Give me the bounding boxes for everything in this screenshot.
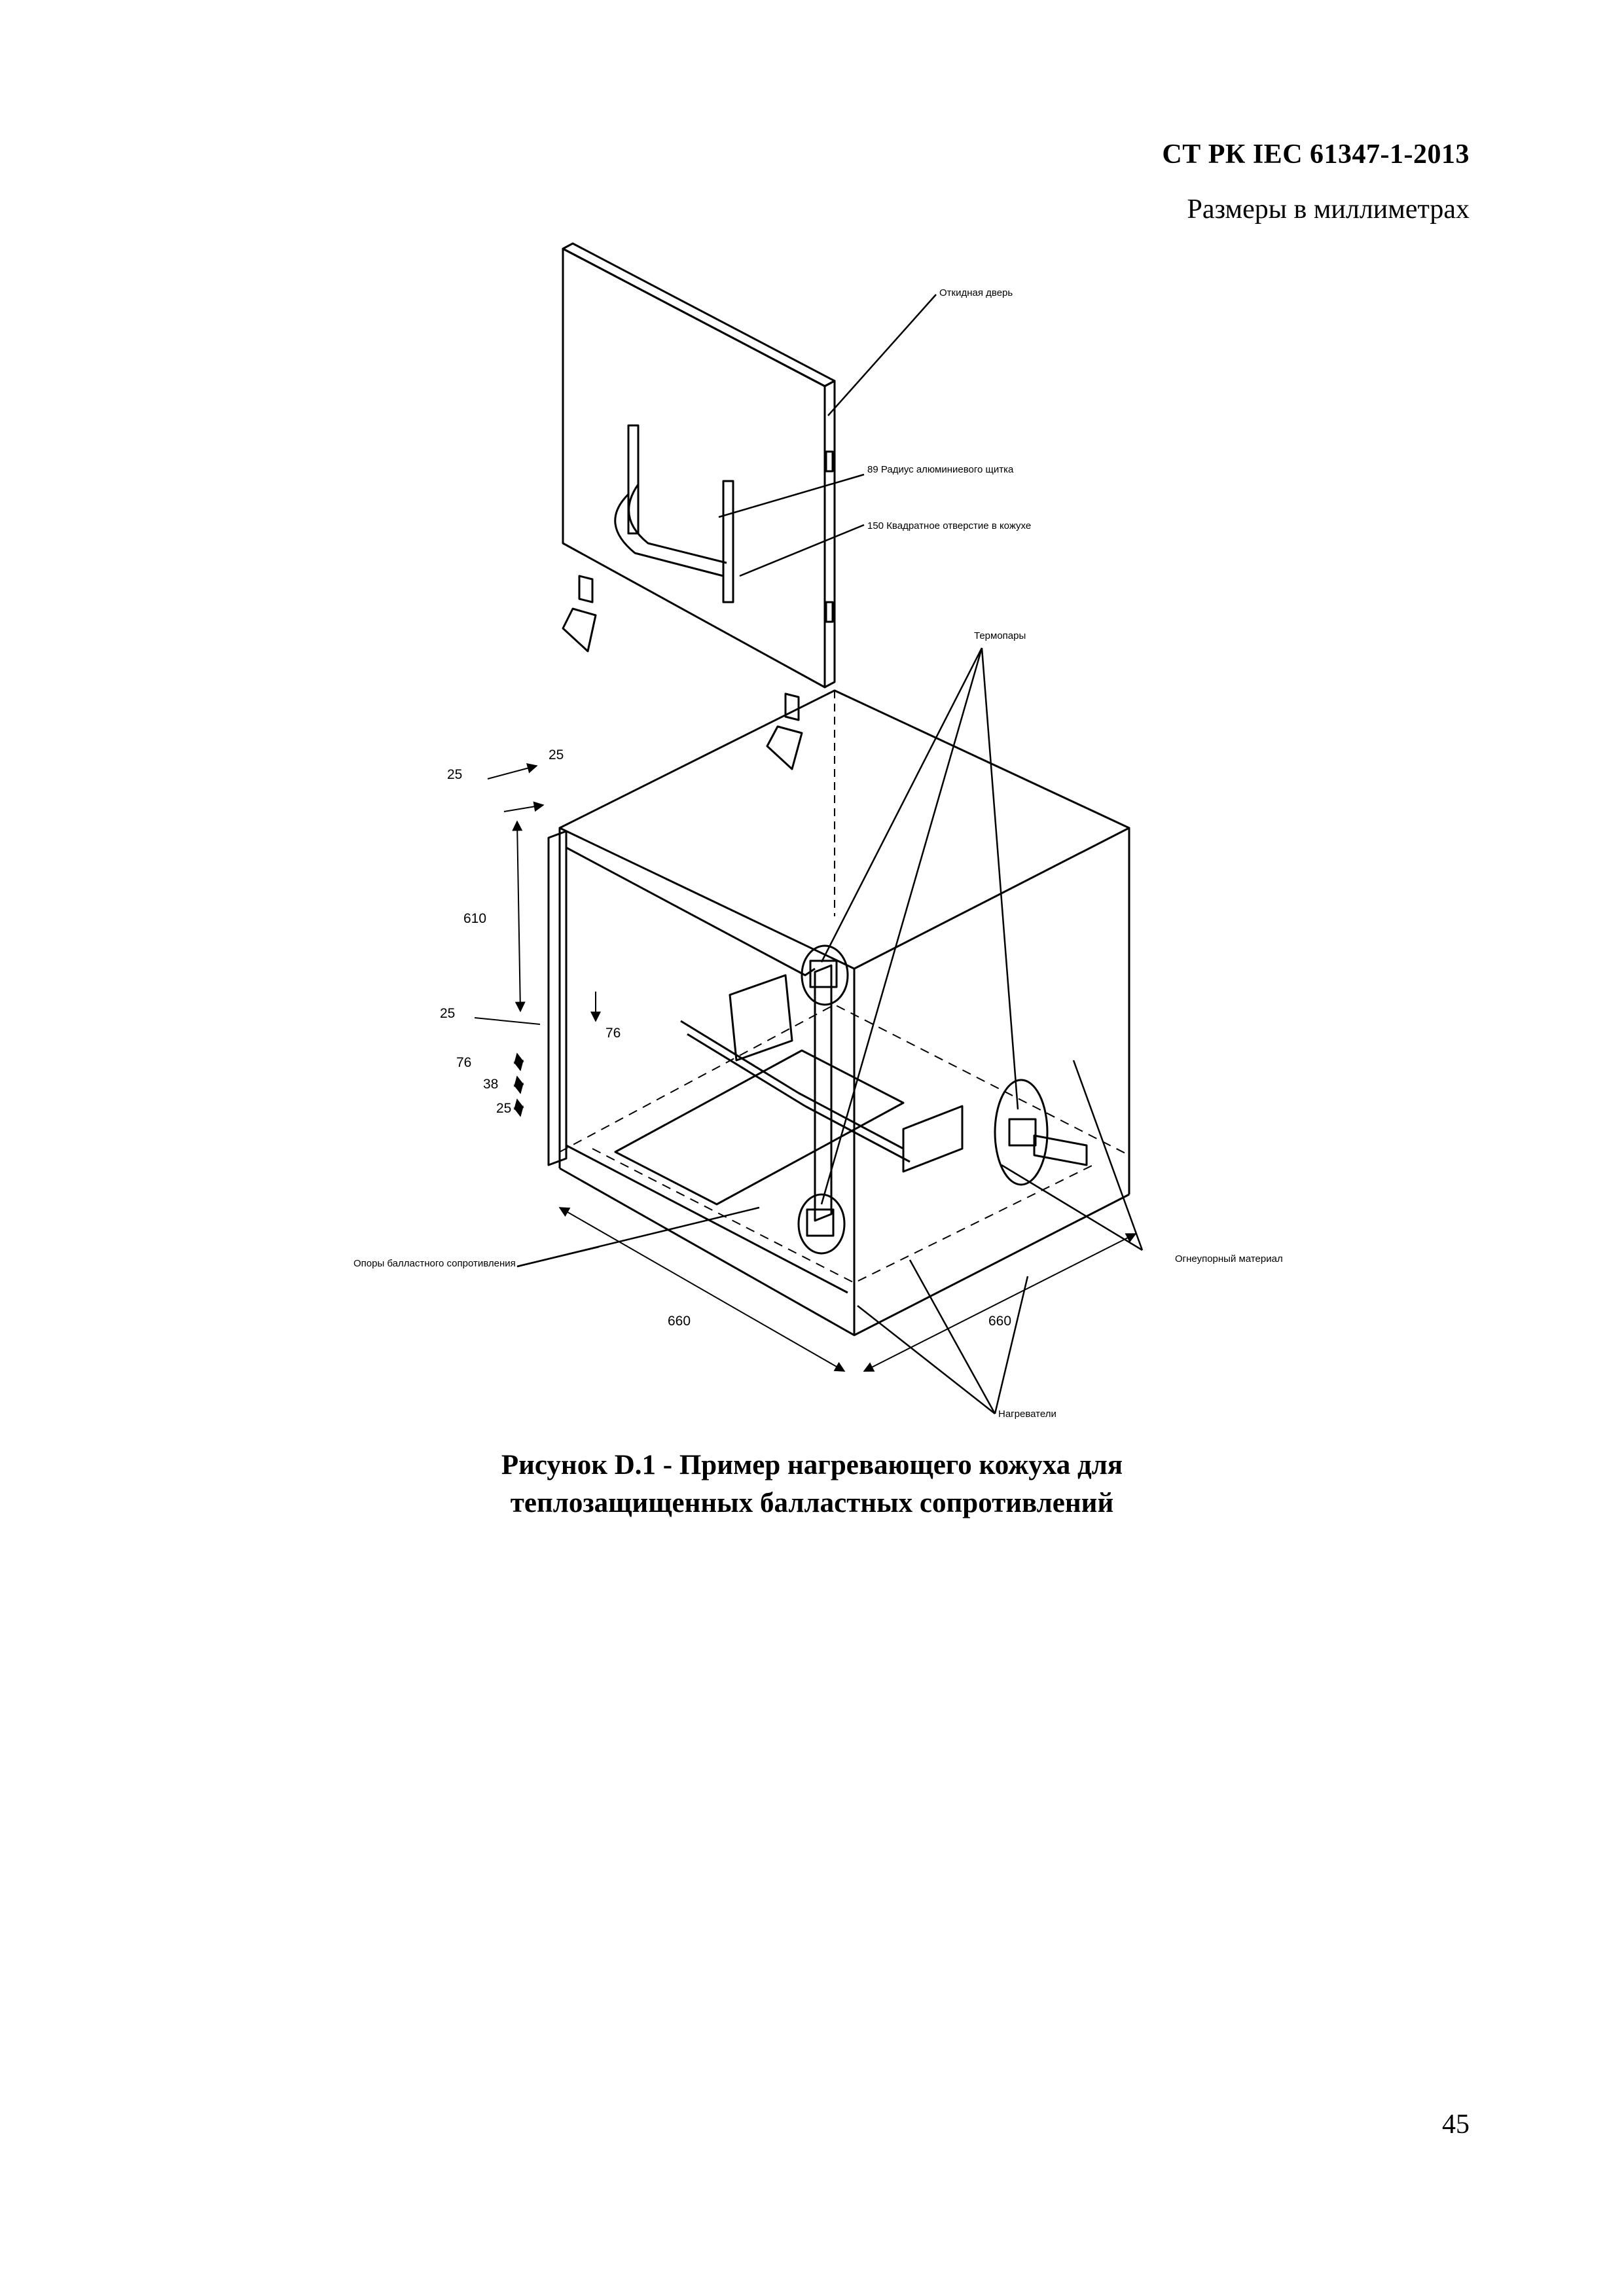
caption-line-2: теплозащищенных балластных сопротивлений [510, 1488, 1114, 1518]
assembly-arrow-center [766, 692, 803, 770]
dim-width-660: 660 [668, 1314, 691, 1329]
dim-depth-660: 660 [988, 1314, 1011, 1329]
label-refractory-text: Огнеупорный материал [1175, 1253, 1283, 1265]
label-aluminum-shield: 89 Радиус алюминиевого щитка [867, 464, 1014, 475]
dim-left-38: 38 [483, 1077, 498, 1092]
units-note: Размеры в миллиметрах [1187, 194, 1470, 224]
standard-code: СТ РК IEC 61347-1-2013 [1162, 139, 1470, 170]
enclosure-box [558, 689, 1130, 1336]
figure-caption: Рисунок D.1 - Пример нагревающего кожуха… [0, 1446, 1624, 1522]
label-heaters: Нагреватели [998, 1408, 1056, 1420]
label-ballast-supports: Опоры балластного сопротивления [353, 1258, 516, 1269]
caption-line-1: Рисунок D.1 - Пример нагревающего кожуха… [501, 1450, 1123, 1480]
dim-top-25a: 25 [447, 767, 462, 782]
hinged-door [562, 242, 836, 689]
support-post [797, 944, 849, 1255]
label-refractory: Огнеупорный материал [1175, 1253, 1283, 1265]
side-frame [547, 830, 848, 1294]
heating-enclosure-drawing: Откидная дверь 89 Радиус алюминиевого щи… [353, 242, 1283, 1420]
rear-thermocouple [994, 1079, 1088, 1186]
dim-inner-76: 76 [605, 1026, 621, 1041]
label-square-hole: 150 Квадратное отверстие в кожухе [867, 520, 1031, 531]
dim-left-76: 76 [456, 1055, 471, 1070]
page-number: 45 [1442, 2109, 1470, 2140]
label-thermocouples: Термопары [974, 630, 1026, 641]
dim-height-610: 610 [463, 911, 486, 926]
assembly-arrow-left [562, 575, 597, 653]
label-door: Откидная дверь [939, 287, 1013, 298]
dim-left-25b: 25 [496, 1101, 511, 1116]
dim-left-25: 25 [440, 1006, 455, 1021]
ballast-platform [614, 974, 964, 1206]
dim-top-25b: 25 [549, 747, 564, 762]
